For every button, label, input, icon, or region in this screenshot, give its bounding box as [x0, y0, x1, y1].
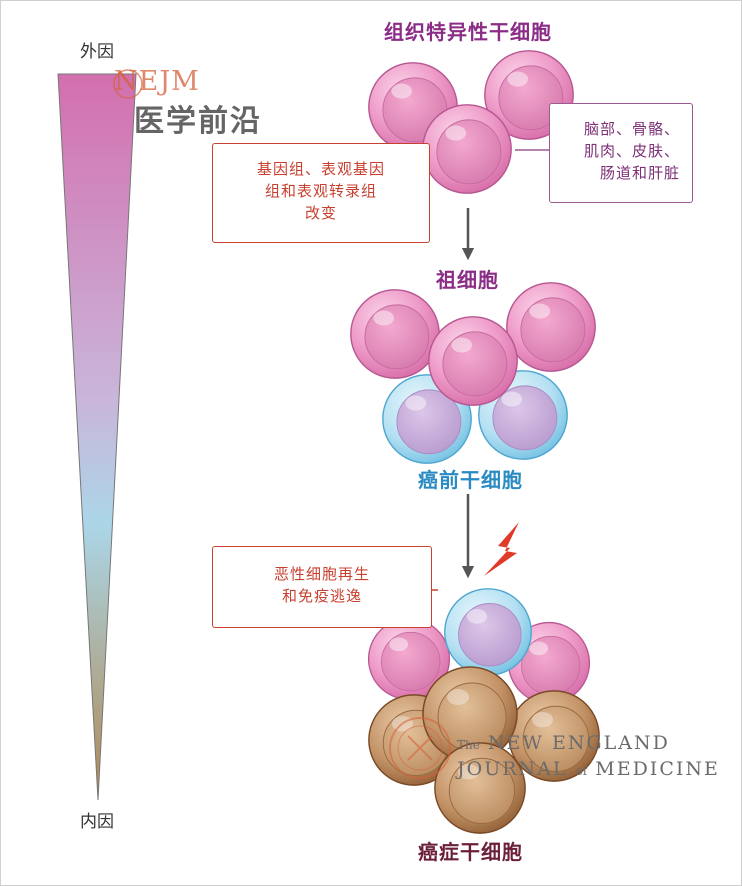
precancer-cell: [444, 588, 532, 676]
gradient-wedge: [57, 73, 137, 801]
callout-line: 肠道和肝脏: [599, 164, 680, 182]
progenitor-cell: [428, 316, 518, 406]
journal-line-2: JOURNAL of MEDICINE: [457, 757, 720, 783]
stage-tissue-stem-title: 组织特异性干细胞: [384, 20, 552, 44]
callout-line: 改变: [304, 204, 337, 222]
callout-line: 肌肉、皮肤、: [583, 142, 680, 160]
progenitor-cell: [506, 282, 596, 372]
journal-the: The: [457, 738, 480, 752]
callout-line: 恶性细胞再生: [273, 565, 370, 583]
stage-precancer-title: 癌前干细胞: [418, 468, 523, 492]
callout-malignant: 恶性细胞再生 和免疫逃逸: [212, 546, 432, 628]
progenitor-cell-cluster: [350, 282, 596, 464]
callout-genomic-changes: 基因组、表观基因 组和表观转录组 改变: [212, 143, 430, 243]
callout-line: 基因组、表观基因: [256, 160, 385, 178]
callout-line: 组和表观转录组: [264, 182, 377, 200]
lightning-icon: [484, 522, 519, 576]
stage-cancer-stem-title: 癌症干细胞: [418, 840, 523, 864]
journal-new-england: NEW ENGLAND: [487, 732, 670, 754]
progenitor-cell: [350, 289, 440, 379]
journal-of: of: [575, 764, 588, 778]
external-factor-label: 外因: [80, 42, 114, 62]
journal-masthead: The NEW ENGLAND JOURNAL of MEDICINE: [457, 731, 720, 783]
nejm-seal: [389, 717, 451, 779]
callout-line: 和免疫逃逸: [281, 587, 362, 605]
internal-factor-label: 内因: [80, 812, 114, 832]
callout-line: 脑部、骨骼、: [583, 120, 680, 138]
stage-progenitor-title: 祖细胞: [436, 268, 499, 292]
journal-medicine: MEDICINE: [595, 758, 720, 780]
journal-line-1: The NEW ENGLAND: [457, 731, 720, 757]
nejm-logo-ring: [113, 69, 143, 99]
watermark-title: 医学前沿: [134, 104, 262, 139]
callout-tissues: 脑部、骨骼、 肌肉、皮肤、 肠道和肝脏: [549, 103, 693, 203]
journal-journal: JOURNAL: [457, 758, 568, 780]
stem-cell: [422, 104, 512, 194]
nejm-logo-text: NEJM: [114, 66, 200, 97]
